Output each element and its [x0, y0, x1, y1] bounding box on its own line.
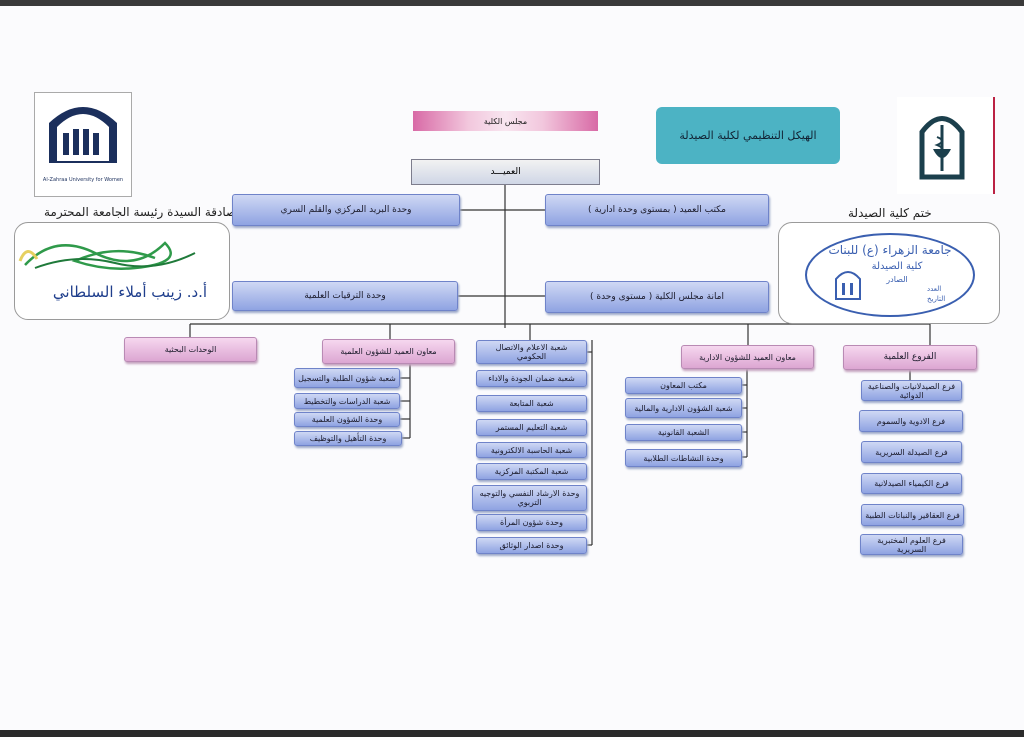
admin-item: شعبة الشؤون الادارية والمالية	[625, 398, 742, 418]
center-item: شعبة الاعلام والاتصال الحكومي	[476, 340, 587, 364]
approval-panel: أ.د. زينب أملاء السلطاني	[14, 222, 230, 320]
approval-caption: مصادقة السيدة رئيسة الجامعة المحترمة	[44, 205, 243, 219]
pharmacy-college-logo	[897, 97, 995, 194]
stamp-panel: جامعة الزهراء (ع) للبنات كلية الصيدلة ال…	[778, 222, 1000, 324]
center-item: شعبة المكتبة المركزية	[476, 463, 587, 480]
sci-item: شعبة شؤون الطلبة والتسجيل	[294, 368, 400, 388]
stamp-emblem-icon	[835, 271, 861, 300]
signature-name: أ.د. زينب أملاء السلطاني	[52, 283, 208, 301]
sci-item: شعبة الدراسات والتخطيط	[294, 393, 400, 409]
center-item: وحدة شؤون المرأة	[476, 514, 587, 531]
stamp-line-university: جامعة الزهراء (ع) للبنات	[828, 243, 952, 257]
stamp-caption: ختم كلية الصيدلة	[848, 206, 932, 220]
council-secretariat: امانة مجلس الكلية ( مستوى وحدة )	[545, 281, 769, 313]
scientific-branches: الفروع العلمية	[843, 345, 977, 370]
center-item: شعبة المتابعة	[476, 395, 587, 412]
center-item: شعبة ضمان الجودة والاداء	[476, 370, 587, 387]
signature-mark	[18, 241, 196, 270]
stamp-line-date: التاريخ	[927, 295, 946, 303]
admin-item: الشعبة القانونية	[625, 424, 742, 441]
university-logo: Al-Zahraa University for Women	[34, 92, 132, 197]
branch-item: فرع العلوم المختبرية السريرية	[860, 534, 963, 555]
college-stamp: جامعة الزهراء (ع) للبنات كلية الصيدلة ال…	[805, 233, 975, 317]
chart-title: الهيكل التنظيمي لكلية الصيدلة	[656, 107, 840, 164]
branch-item: فرع الصيدلة السريرية	[861, 441, 962, 463]
scan-bottom-edge	[0, 730, 1024, 737]
admin-item: مكتب المعاون	[625, 377, 742, 394]
university-logo-caption: Al-Zahraa University for Women	[42, 177, 124, 183]
stamp-line-college: كلية الصيدلة	[871, 261, 923, 272]
center-item: شعبة التعليم المستمر	[476, 419, 587, 436]
stamp-line-number: العدد	[927, 285, 942, 293]
scan-top-edge	[0, 0, 1024, 6]
college-council-box: مجلس الكلية	[413, 111, 598, 131]
center-item: شعبة الحاسبة الالكترونية	[476, 442, 587, 458]
branch-item: فرع الكيمياء الصيدلانية	[861, 473, 962, 494]
scientific-affairs-assistant: معاون العميد للشؤون العلمية	[322, 339, 455, 364]
branch-item: فرع العقاقير والنباتات الطبية	[861, 504, 964, 526]
admin-item: وحدة النشاطات الطلابية	[625, 449, 742, 467]
central-mail-unit: وحدة البريد المركزي والقلم السري	[232, 194, 460, 226]
promotions-unit: وحدة الترقيات العلمية	[232, 281, 458, 311]
branch-item: فرع الادوية والسموم	[859, 410, 963, 432]
dean-office: مكتب العميد ( بمستوى وحدة ادارية )	[545, 194, 769, 226]
research-units: الوحدات البحثية	[124, 337, 257, 362]
university-logo-icon	[49, 107, 117, 163]
pharmacy-logo-icon	[919, 116, 965, 180]
sci-item: وحدة الشؤون العلمية	[294, 412, 400, 427]
center-item: وحدة اصدار الوثائق	[476, 537, 587, 554]
center-item: وحدة الارشاد النفسي والتوجيه التربوي	[472, 485, 587, 511]
stamp-line-issued: الصادر	[886, 275, 908, 284]
admin-affairs-assistant: معاون العميد للشؤون الادارية	[681, 345, 814, 369]
branch-item: فرع الصيدلانيات والصناعية الدوائية	[861, 380, 962, 401]
sci-item: وحدة التأهيل والتوظيف	[294, 431, 402, 446]
dean-box: العميـــد	[411, 159, 600, 185]
